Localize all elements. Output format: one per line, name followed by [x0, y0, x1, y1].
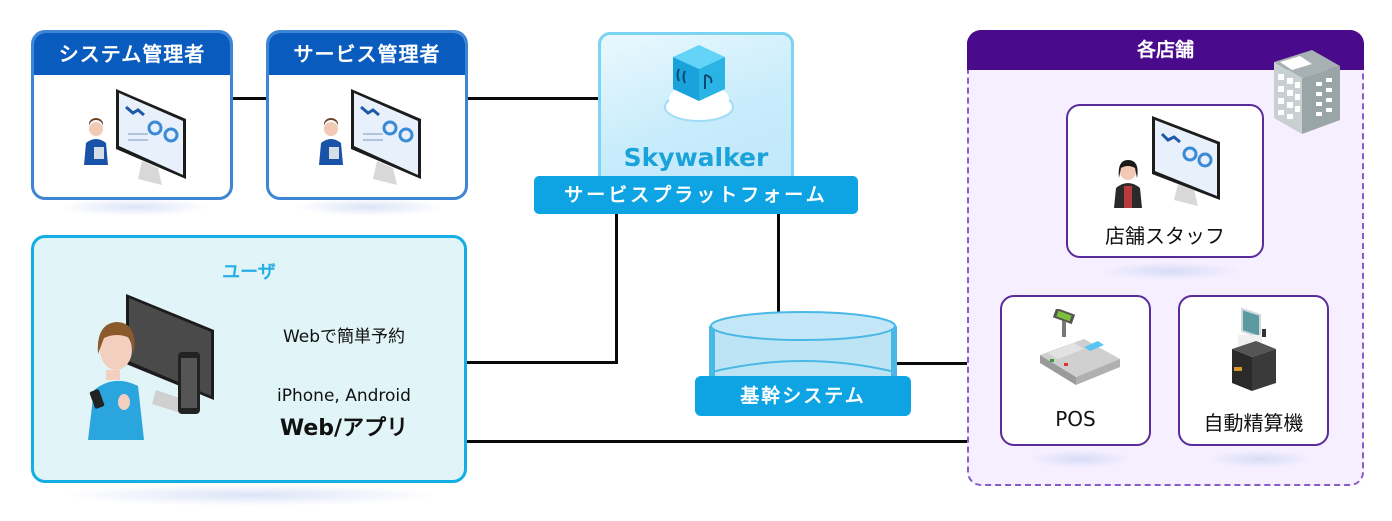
pos-card: POS: [1000, 295, 1151, 446]
card-shadow: [1210, 450, 1310, 468]
user-platforms-text: iPhone, Android: [277, 386, 411, 406]
admin-at-monitor-icon: [319, 89, 421, 185]
database-cylinder-icon: [709, 311, 897, 386]
connector-platform-user-horizontal: [466, 361, 618, 364]
pos-label: POS: [1055, 407, 1096, 431]
user-web-app-text: Web/アプリ: [279, 416, 409, 441]
connector-platform-core: [777, 213, 780, 313]
user-booking-text: Webで簡単予約: [282, 327, 406, 347]
skywalker-panel: Skywalker: [598, 32, 794, 192]
connector-serviceadmin-platform: [466, 97, 600, 100]
staff-at-monitor-icon: [1114, 116, 1220, 208]
connector-core-stores: [895, 362, 969, 365]
user-panel-title: ユーザ: [222, 262, 276, 283]
kiosk-machine-icon: [1232, 307, 1276, 391]
kiosk-label: 自動精算機: [1203, 411, 1304, 435]
user-with-smartphone-icon: [88, 294, 214, 440]
core-system-label: 基幹システム: [695, 376, 911, 416]
card-shadow: [295, 198, 445, 216]
store-staff-card: 店舗スタッフ: [1066, 104, 1264, 258]
kiosk-card: 自動精算機: [1178, 295, 1329, 446]
building-icon: [1274, 50, 1340, 134]
puzzle-cube-cloud-icon: [664, 45, 734, 122]
service-admin-card: サービス管理者: [266, 30, 468, 200]
card-shadow: [1030, 450, 1130, 468]
user-panel: ユーザ Webで簡単予約 iPhone, Android Web/アプリ: [31, 235, 467, 483]
service-platform-label: サービスプラットフォーム: [534, 176, 858, 214]
store-staff-label: 店舗スタッフ: [1105, 224, 1225, 248]
connector-user-stores: [466, 440, 969, 443]
system-admin-card: システム管理者: [31, 30, 233, 200]
connector-sysadmin-serviceadmin: [232, 97, 268, 100]
card-shadow: [1100, 262, 1240, 280]
system-admin-title: システム管理者: [34, 33, 230, 75]
skywalker-product-name: Skywalker: [623, 143, 769, 172]
connector-platform-user-vertical: [615, 213, 618, 364]
card-shadow: [60, 484, 440, 506]
service-admin-title: サービス管理者: [269, 33, 465, 75]
card-shadow: [60, 198, 210, 216]
admin-at-monitor-icon: [84, 89, 186, 185]
pos-register-icon: [1040, 309, 1120, 385]
